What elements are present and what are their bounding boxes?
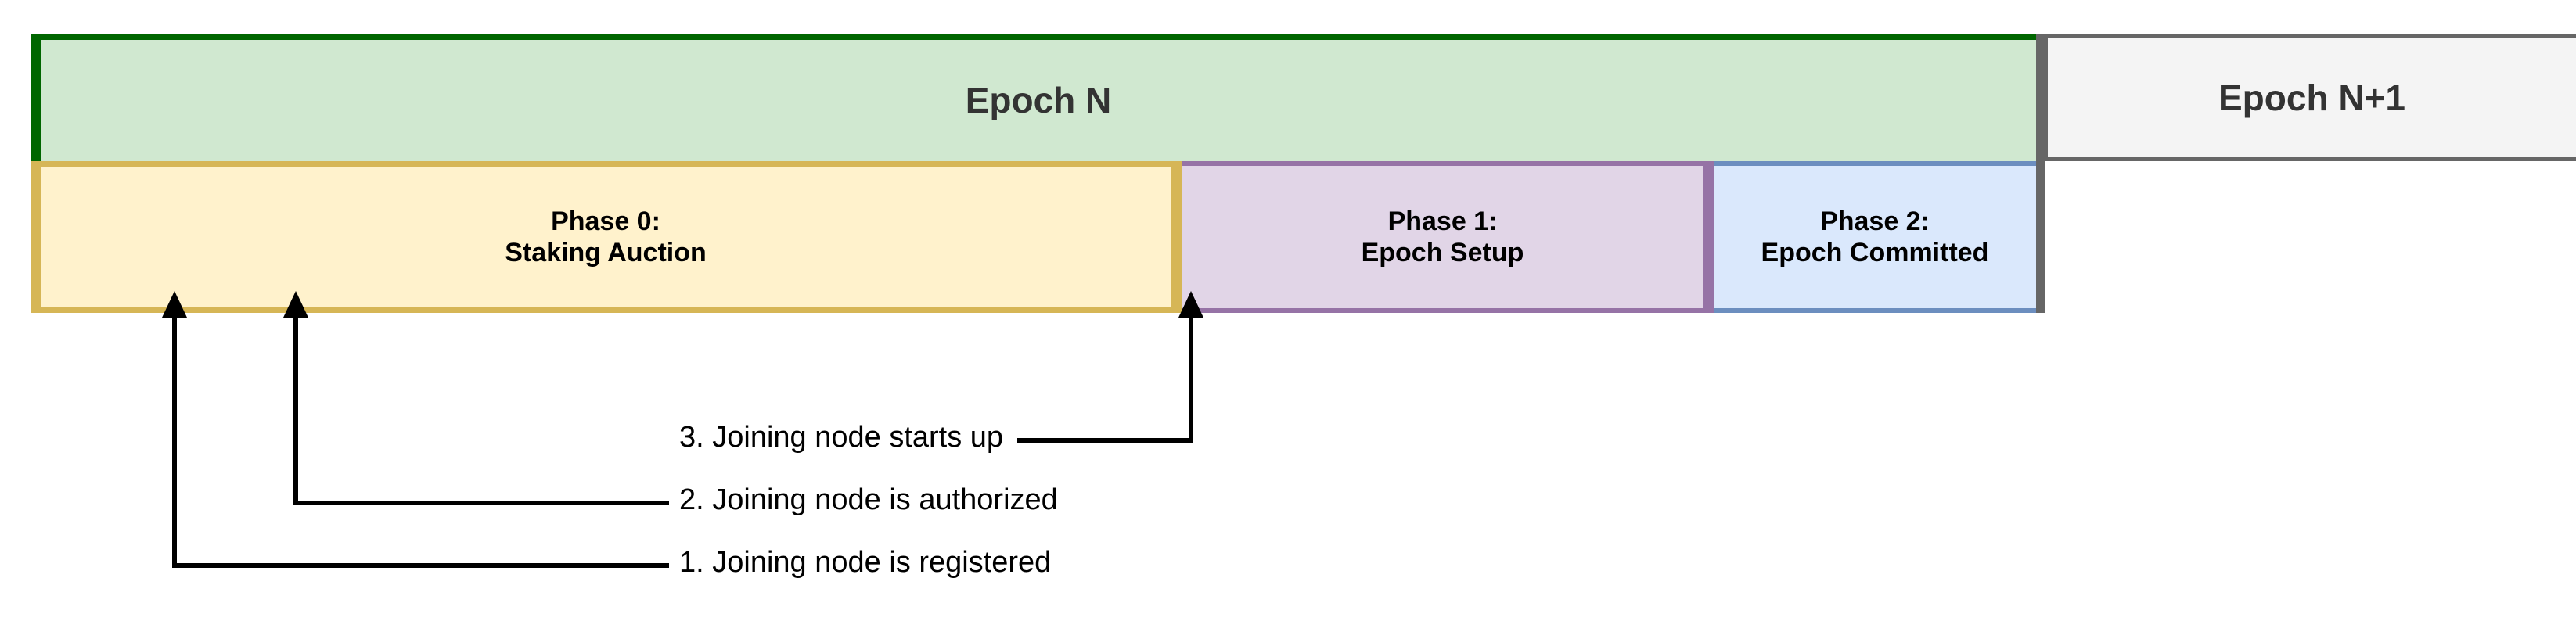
phase-1-box[interactable]: Phase 1: Epoch Setup [1182,161,1708,313]
callout-1-horizontal-line [172,563,669,568]
phase-1-text: Phase 1: Epoch Setup [1362,206,1524,268]
callout-1-label: 1. Joining node is registered [679,546,1052,579]
phase-0-end-marker-bar [1171,161,1182,313]
callout-2-label: 2. Joining node is authorized [679,483,1058,516]
phase-1-end-marker-bar [1703,161,1714,313]
epoch-n-label: Epoch N [965,80,1112,121]
phase-0-text: Phase 0: Staking Auction [505,206,707,268]
callout-2-vertical-line [293,313,298,505]
phase-0-subtitle: Staking Auction [505,238,707,268]
phase-2-text: Phase 2: Epoch Committed [1761,206,1989,268]
callout-1-vertical-line [172,313,177,568]
phase-2-title: Phase 2: [1820,206,1930,236]
phase-2-subtitle: Epoch Committed [1761,238,1989,268]
phase-1-subtitle: Epoch Setup [1361,238,1524,268]
epoch-n-box[interactable]: Epoch N [41,34,2036,161]
phase-1-title: Phase 1: [1387,206,1498,236]
epoch-n-plus-1-label: Epoch N+1 [2218,77,2405,118]
epoch-start-marker-bar [31,34,41,161]
phase-0-title: Phase 0: [551,206,660,236]
epoch-boundary-marker-bar [2036,34,2045,313]
epoch-n-plus-1-box[interactable]: Epoch N+1 [2044,34,2576,161]
phase-0-start-marker-bar [31,161,41,313]
phase-0-box[interactable]: Phase 0: Staking Auction [41,161,1176,313]
callout-3-vertical-line [1189,313,1193,443]
callout-3-label: 3. Joining node starts up [679,421,1004,454]
phase-2-box[interactable]: Phase 2: Epoch Committed [1714,161,2036,313]
callout-2-horizontal-line [293,501,669,505]
callout-3-horizontal-line [1017,438,1193,443]
